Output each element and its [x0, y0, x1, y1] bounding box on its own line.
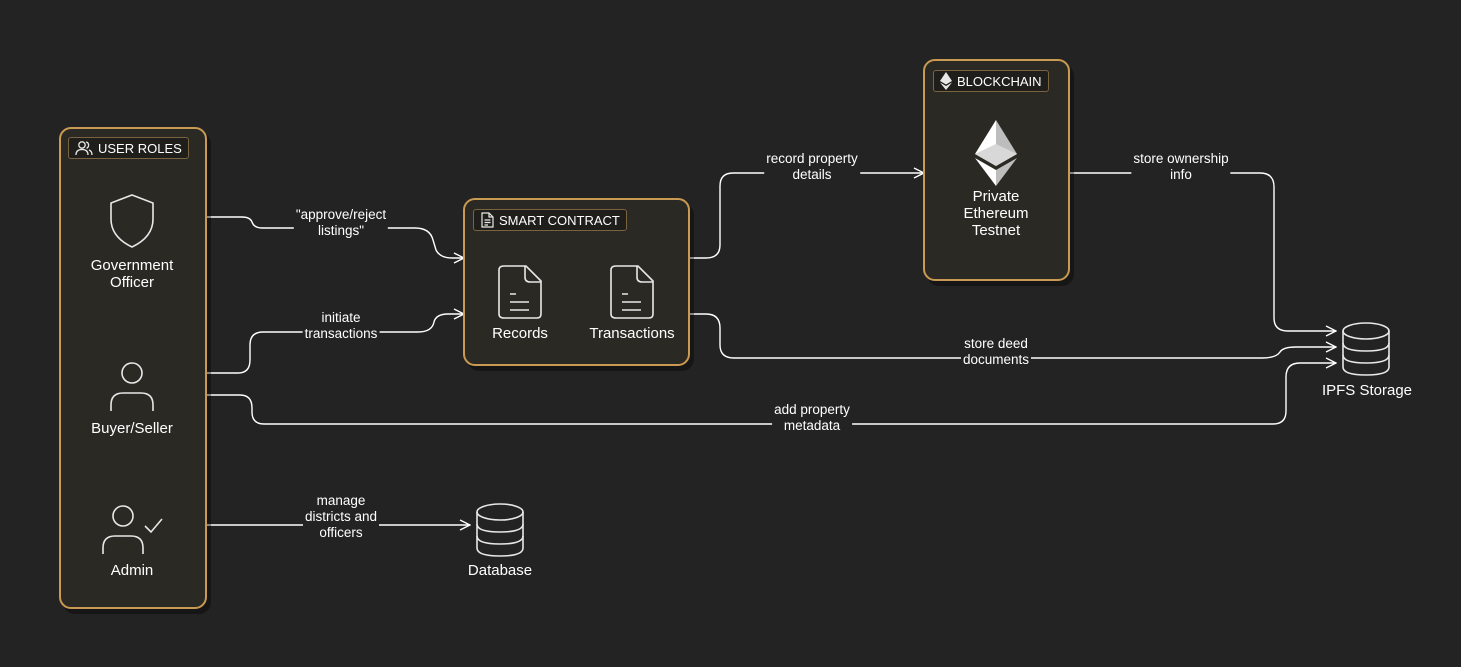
users-icon [75, 140, 93, 156]
user-roles-tag-label: USER ROLES [98, 140, 182, 156]
user-roles-tag: USER ROLES [68, 137, 189, 159]
ethereum-icon [940, 72, 952, 90]
edge-record [689, 173, 924, 259]
government-officer-label: Government Officer [90, 257, 174, 291]
user-roles-group: USER ROLES [59, 127, 207, 609]
edge-label-approve: "approve/reject listings" [293, 207, 389, 239]
smart-contract-tag: SMART CONTRACT [473, 209, 627, 231]
smart-contract-tag-label: SMART CONTRACT [499, 212, 620, 228]
user-check-icon [101, 504, 165, 561]
admin-label: Admin [110, 562, 154, 579]
ipfs-storage-label: IPFS Storage [1321, 382, 1413, 399]
document-icon [608, 264, 656, 325]
ethereum-icon [975, 120, 1017, 191]
smart-contract-group: SMART CONTRACT [463, 198, 690, 366]
transactions-label: Transactions [589, 325, 675, 342]
edge-approve [163, 216, 464, 258]
blockchain-tag-label: BLOCKCHAIN [957, 73, 1042, 89]
private-ethereum-testnet-label: Private Ethereum Testnet [963, 188, 1029, 239]
records-label: Records [492, 325, 548, 342]
database-icon [474, 502, 526, 563]
document-icon [480, 212, 494, 228]
document-icon [496, 264, 544, 325]
edge-label-initiate: initiate transactions [302, 310, 380, 342]
blockchain-tag: BLOCKCHAIN [933, 70, 1049, 92]
buyer-seller-label: Buyer/Seller [91, 420, 173, 437]
edge-store-deed [689, 313, 1336, 359]
edge-label-store-ownership: store ownership info [1131, 151, 1231, 183]
edge-initiate [163, 314, 464, 374]
edge-add-metadata [163, 363, 1336, 425]
database-label: Database [467, 562, 533, 579]
shield-icon [108, 193, 156, 254]
edge-label-add-metadata: add property metadata [772, 402, 852, 434]
database-icon [1340, 321, 1392, 382]
edge-label-record: record property details [764, 151, 860, 183]
edge-store-ownership [1069, 172, 1336, 331]
edge-label-store-deed: store deed documents [960, 336, 1032, 368]
user-icon [107, 361, 157, 418]
edge-label-manage: manage districts and officers [302, 493, 380, 541]
